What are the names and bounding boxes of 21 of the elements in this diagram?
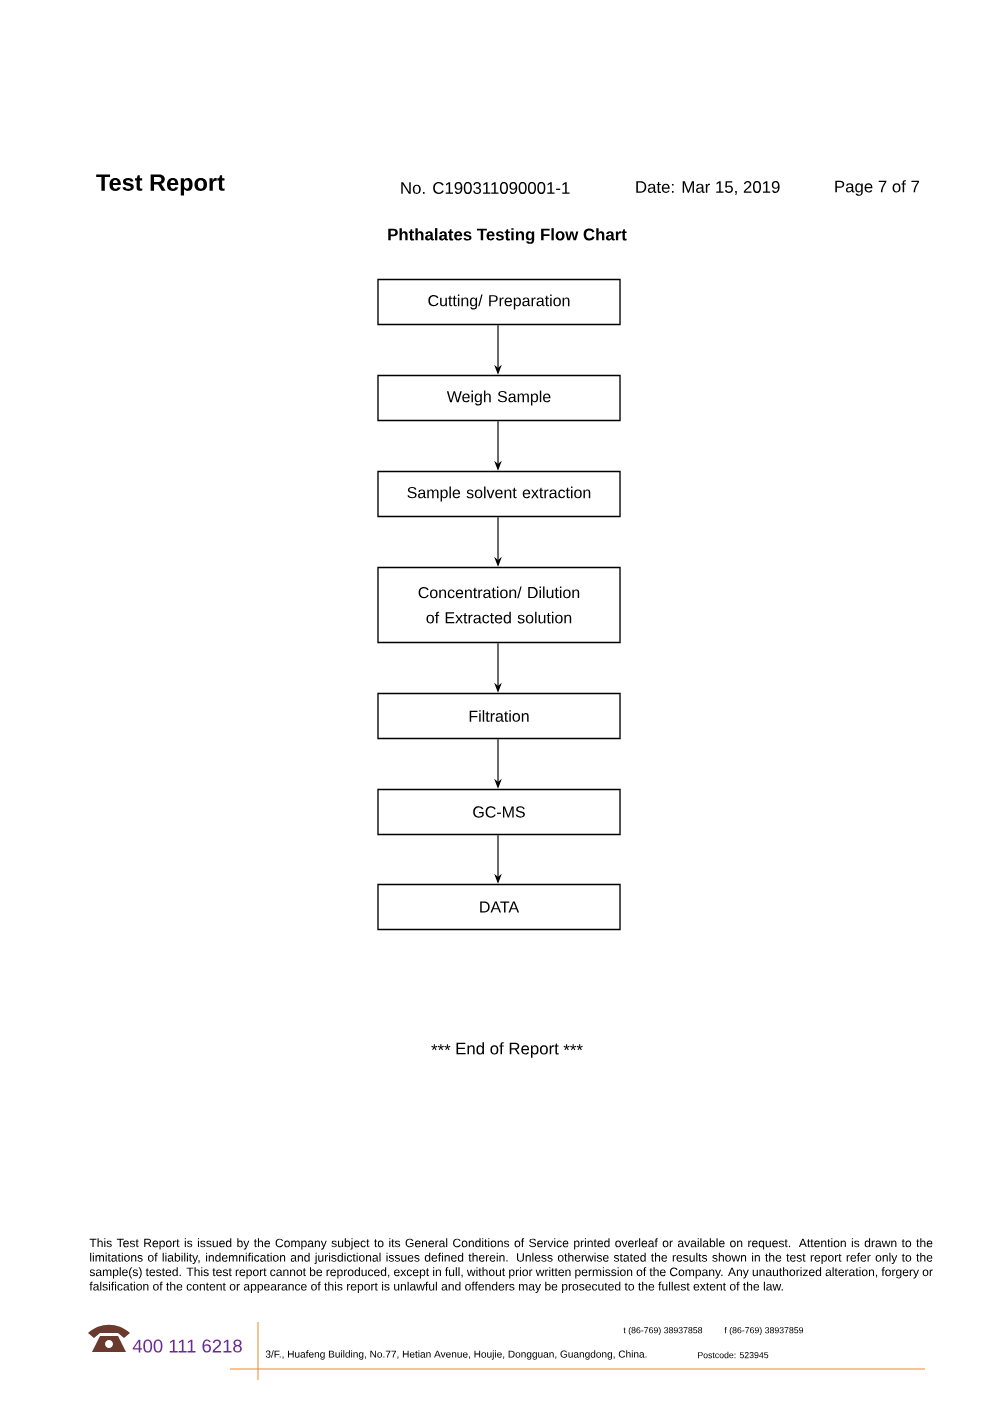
phone-number: 400 111 6218 <box>132 1339 242 1353</box>
report-date: Date: Mar 15, 2019 <box>636 181 780 195</box>
report-number: No. C190311090001-1 <box>401 182 570 194</box>
process-box: DATA <box>377 883 621 931</box>
end-note: End of Report <box>456 1042 559 1058</box>
address-text: 3/F., Huafeng Building, No.77, Hetian Avenue, Houjie, Dongguan, Guangdong, China. <box>265 1350 647 1360</box>
process-box: Weigh Sample <box>377 374 621 422</box>
report-heading: Test Report <box>96 174 225 196</box>
process-box: Concentration/ Dilution of Extracted solution <box>377 566 621 644</box>
postcode-text: Postcode: 523945 <box>698 1351 769 1359</box>
phone-line: t (86-769) 38937858 <box>623 1326 703 1336</box>
process-box: Sample solvent extraction <box>377 470 621 518</box>
fax-line: f (86-769) 38937859 <box>724 1326 804 1336</box>
process-box: Filtration <box>377 692 621 740</box>
chart-title: Phthalates Testing Flow Chart <box>388 228 627 244</box>
process-box: GC-MS <box>377 788 621 836</box>
asterisks: *** <box>431 1044 451 1051</box>
asterisks: *** <box>563 1044 583 1051</box>
page-number: Page 7 of 7 <box>835 180 920 196</box>
disclaimer-text: This Test Report is issued by the Company subject to its General Conditions of Service printed overleaf or available on request. Attention is drawn to the limitations of liability, indemnification and jurisdictional issues defined therein. Unless otherwise stated the results shown in the test report refer only to the sample(s) tested. This test report cannot be reproduced, except in full, without prior written permission of the Company. Any unauthorized alteration, forgery or falsification of the content or appearance of this report is unlawful and offenders may be prosecuted to the fullest extent of the law. <box>89 1238 933 1293</box>
process-box: Cutting/ Preparation <box>377 278 621 326</box>
